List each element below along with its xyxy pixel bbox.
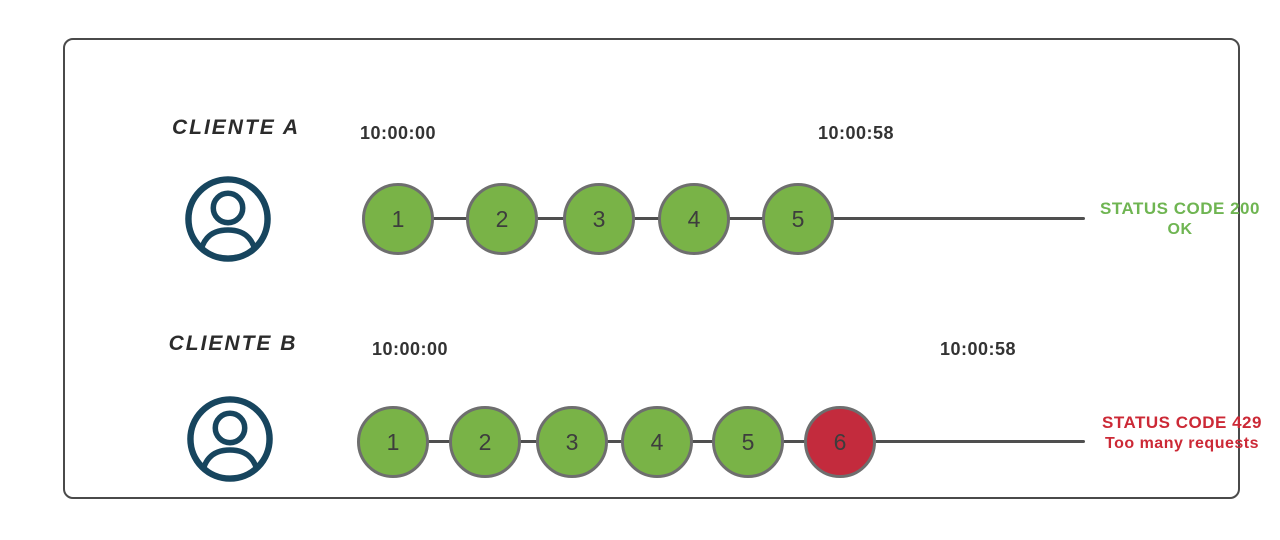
request-number: 4 (687, 205, 701, 232)
client-b-label: CLIENTE B (168, 332, 298, 355)
client-b-start-time: 10:00:00 (372, 339, 449, 359)
status-label-200: STATUS CODE 200 OK (1075, 198, 1280, 240)
status-message-text: OK (1167, 221, 1193, 238)
request-circle-a1: 1 (362, 183, 434, 255)
request-circle-a3: 3 (563, 183, 635, 255)
request-circle-a2: 2 (466, 183, 538, 255)
request-circle-b6-rate-limited: 6 (804, 406, 876, 478)
request-number: 2 (495, 205, 509, 232)
client-b-end-time: 10:00:58 (940, 339, 1017, 359)
status-label-429: STATUS CODE 429 Too many requests (1077, 412, 1280, 454)
status-message-text: Too many requests (1104, 435, 1259, 452)
request-circle-b4: 4 (621, 406, 693, 478)
client-a-label: CLIENTE A (171, 116, 301, 139)
request-number: 3 (565, 428, 579, 455)
status-code-text: STATUS CODE 200 (1100, 199, 1260, 218)
request-number: 3 (592, 205, 606, 232)
status-code-text: STATUS CODE 429 (1102, 413, 1262, 432)
timeline-connector-a (398, 217, 1085, 220)
request-circle-b2: 2 (449, 406, 521, 478)
request-circle-a4: 4 (658, 183, 730, 255)
request-circle-a5: 5 (762, 183, 834, 255)
client-a-end-time: 10:00:58 (818, 123, 895, 143)
request-circle-b1: 1 (357, 406, 429, 478)
request-circle-b3: 3 (536, 406, 608, 478)
user-avatar-icon (187, 396, 273, 482)
request-number: 5 (791, 205, 805, 232)
request-number: 6 (833, 428, 847, 455)
request-circle-b5: 5 (712, 406, 784, 478)
request-number: 4 (650, 428, 664, 455)
diagram-frame: CLIENTE A 10:00:00 10:00:58 1 2 3 (63, 38, 1261, 499)
client-a-start-time: 10:00:00 (360, 123, 437, 143)
request-number: 5 (741, 428, 755, 455)
user-avatar-icon (185, 176, 271, 262)
request-number: 2 (478, 428, 492, 455)
request-number: 1 (386, 428, 400, 455)
request-number: 1 (391, 205, 405, 232)
